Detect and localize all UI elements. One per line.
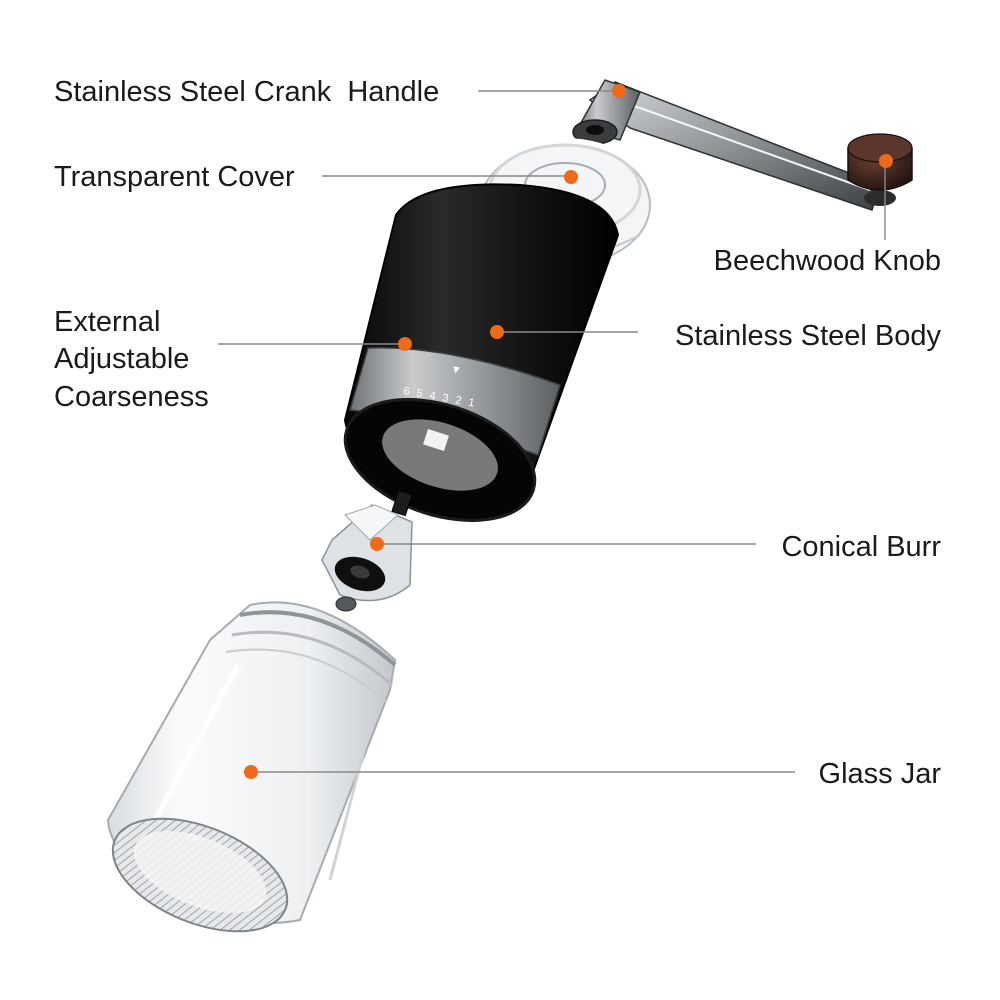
dot-crank-handle [612,84,626,98]
dot-steel-body [490,325,504,339]
label-coarseness-line3: Coarseness [54,381,209,413]
grinder-illustration: ▼ 6 5 4 3 2 1 [97,80,912,954]
dot-transparent-cover [564,170,578,184]
label-steel-body: Stainless Steel Body [675,320,941,352]
grinder-body: ▼ 6 5 4 3 2 1 [330,184,618,542]
label-conical-burr: Conical Burr [781,531,941,563]
dot-glass-jar [244,765,258,779]
dot-beechwood-knob [879,154,893,168]
dot-coarseness [398,337,412,351]
label-beechwood-knob: Beechwood Knob [714,245,941,277]
label-coarseness-line1: External [54,306,160,338]
label-coarseness-line2: Adjustable [54,343,189,375]
label-glass-jar: Glass Jar [819,758,942,790]
label-transparent-cover: Transparent Cover [54,161,295,193]
label-crank-handle: Stainless Steel Crank Handle [54,76,439,108]
dot-conical-burr [370,537,384,551]
conical-burr [322,505,412,611]
glass-jar [97,602,395,954]
